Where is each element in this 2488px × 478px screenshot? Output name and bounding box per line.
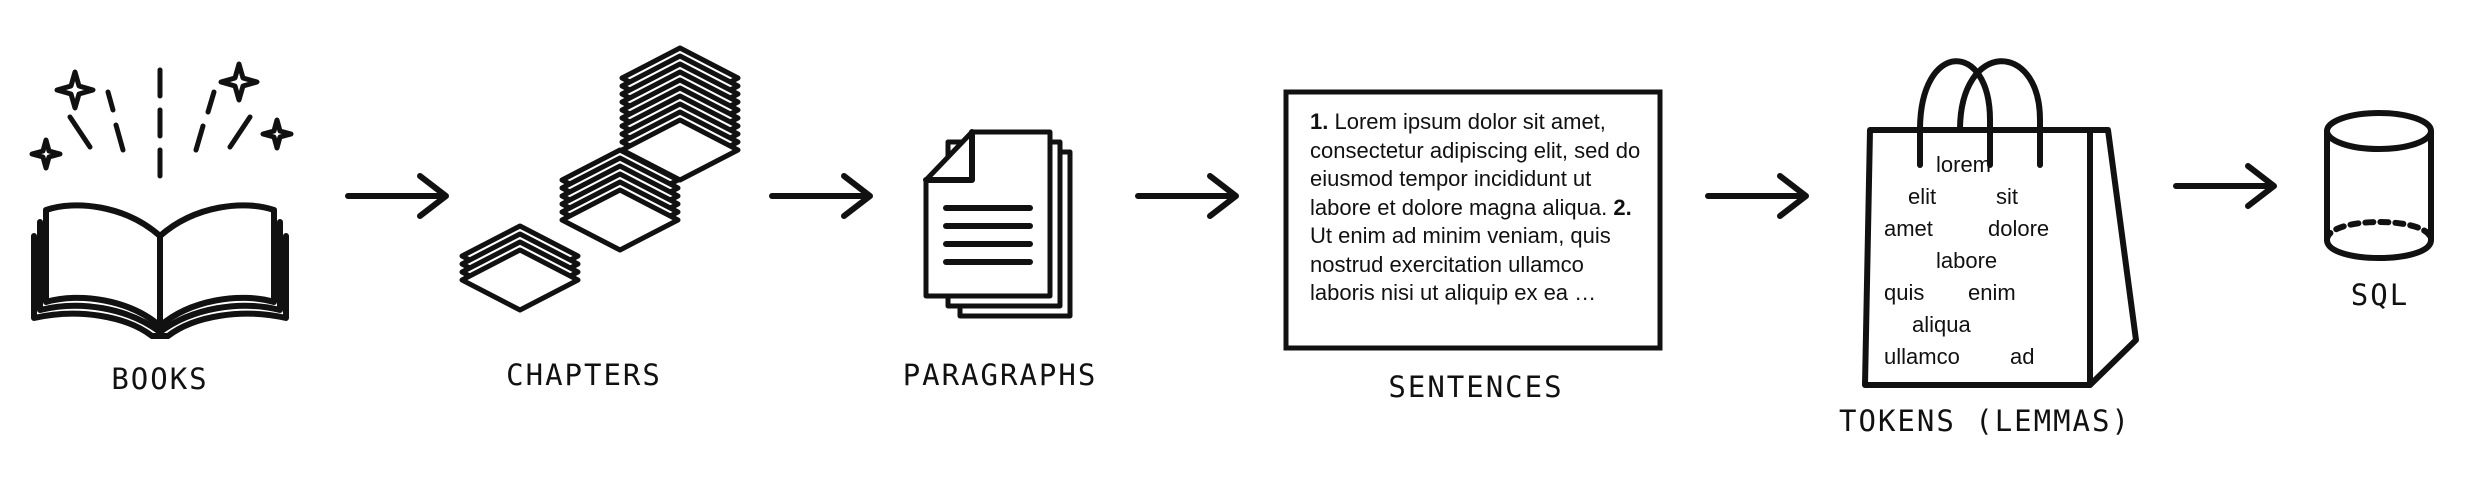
step-label-books: BOOKS	[111, 362, 209, 396]
sheet-icon	[559, 187, 681, 253]
step-label-paragraphs: PARAGRAPHS	[902, 358, 1098, 392]
sentence-number: 2.	[1613, 194, 1632, 220]
step-label-sql: SQL	[2350, 278, 2410, 312]
arrow-icon	[2173, 163, 2277, 209]
shopping-bag-icon	[1862, 58, 2139, 388]
step-label-chapters: CHAPTERS	[506, 358, 662, 392]
arrow-icon	[769, 173, 873, 219]
sheet-icon	[459, 247, 581, 313]
token-word: ullamco	[1884, 344, 1960, 369]
sparkle-icon	[54, 69, 96, 111]
arrow-icon	[345, 173, 449, 219]
document-icon	[923, 129, 1073, 319]
sentence-text: Lorem ipsum dolor sit amet, consectetur …	[1310, 109, 1641, 220]
token-word: lorem	[1936, 152, 1992, 177]
token-word: ad	[2010, 344, 2035, 369]
token-word: sit	[1996, 184, 2018, 209]
sparkle-icon	[29, 137, 63, 171]
token-word: dolore	[1988, 216, 2050, 241]
sparkle-icon	[218, 61, 260, 103]
sentences-text: 1. Lorem ipsum dolor sit amet, consectet…	[1310, 108, 1650, 308]
database-icon	[2324, 110, 2434, 261]
arrow-icon	[1135, 173, 1239, 219]
sentence-text: Ut enim ad minim veniam, quis nostrud ex…	[1310, 223, 1611, 305]
step-label-tokens: TOKENS (LEMMAS)	[1839, 404, 2131, 438]
token-word: quis	[1884, 280, 1925, 305]
token-word: enim	[1968, 280, 2016, 305]
token-word: amet	[1884, 216, 1933, 241]
stacked-sheets-icon	[459, 45, 741, 313]
sentences-box	[1283, 89, 1663, 351]
sparkle-icon	[260, 117, 294, 151]
sentence-number: 1.	[1310, 109, 1329, 134]
token-word: aliqua	[1912, 312, 1971, 337]
token-word: elit	[1908, 184, 1937, 209]
open-book-icon	[29, 61, 294, 339]
token-word: labore	[1936, 248, 1998, 273]
arrow-icon	[1705, 173, 1809, 219]
step-label-sentences: SENTENCES	[1388, 370, 1564, 404]
